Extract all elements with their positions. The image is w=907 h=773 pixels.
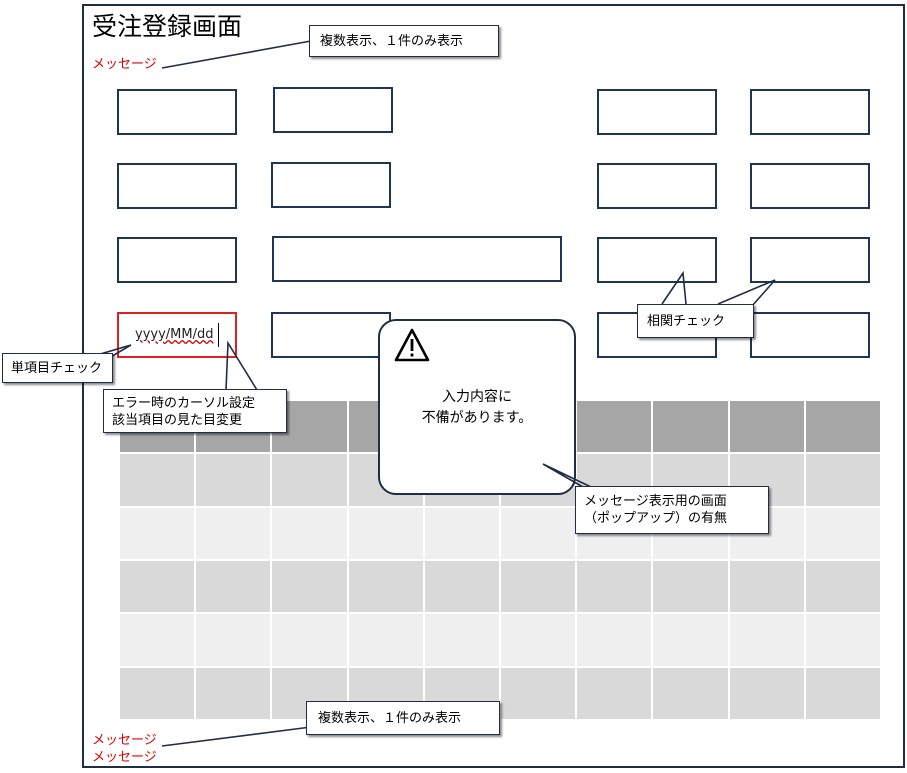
grid-cell[interactable] [727,612,806,668]
input-field-r2c1[interactable] [117,163,237,209]
connector-correlation-right [717,279,776,307]
input-field-r3c3[interactable] [597,237,717,283]
callout-top-message-text: 複数表示、１件のみ表示 [320,34,464,49]
grid-cell[interactable] [803,505,883,561]
grid-cell[interactable] [651,558,730,615]
input-field-r4c4[interactable] [750,312,870,358]
grid-cell[interactable] [117,505,197,561]
grid-header-cell [575,398,654,455]
input-field-r2c4[interactable] [750,163,870,209]
grid-cell[interactable] [803,665,883,722]
grid-cell[interactable] [422,612,501,668]
callout-popup-note: メッセージ表示用の画面 （ポップアップ）の有無 [575,486,769,534]
grid-header-cell [651,398,730,455]
input-field-r1c3[interactable] [597,89,717,135]
popup-message-line-2: 不備があります。 [421,410,533,426]
grid-cell[interactable] [346,558,425,615]
grid-cell[interactable] [194,558,273,615]
input-field-r1c2[interactable] [273,87,393,133]
callout-error-cursor-line-2: 該当項目の見た目変更 [112,413,243,428]
date-input-field-error[interactable]: yyyy/MM/dd [117,312,237,358]
date-field-value: yyyy/MM/dd [135,327,214,342]
screen-title: 受注登録画面 [92,12,243,41]
input-field-r1c4[interactable] [750,89,870,135]
grid-cell[interactable] [651,665,730,722]
connector-bottom-message [161,726,312,747]
grid-cell[interactable] [270,612,349,668]
top-message: メッセージ [92,57,157,72]
callout-correlation-check: 相関チェック [637,304,754,338]
grid-cell[interactable] [117,612,197,668]
grid-cell[interactable] [270,452,349,508]
connector-top-message [161,40,312,69]
input-field-r3c1[interactable] [117,237,237,283]
callout-correlation-check-text: 相関チェック [647,314,726,329]
input-field-r1c1[interactable] [117,89,237,135]
grid-cell[interactable] [346,612,425,668]
grid-cell[interactable] [498,612,578,668]
input-field-r4c2[interactable] [271,312,391,358]
grid-cell[interactable] [270,558,349,615]
input-field-r3c4[interactable] [750,237,870,283]
callout-bottom-message: 複数表示、１件のみ表示 [306,701,500,735]
grid-cell[interactable] [346,505,425,561]
grid-cell[interactable] [651,612,730,668]
grid-cell[interactable] [270,505,349,561]
connector-error-cursor [225,340,258,391]
grid-cell[interactable] [498,558,578,615]
grid-cell[interactable] [498,665,578,722]
grid-cell[interactable] [194,612,273,668]
error-popup[interactable]: 入力内容に 不備があります。 [378,319,576,495]
connector-popup-note [542,463,592,488]
grid-cell[interactable] [575,612,654,668]
callout-error-cursor-line-1: エラー時のカーソル設定 [112,396,256,411]
grid-cell[interactable] [117,558,197,615]
callout-top-message: 複数表示、１件のみ表示 [309,25,499,57]
callout-popup-note-line-1: メッセージ表示用の画面 [584,494,727,509]
grid-header-cell [803,398,883,455]
popup-message-line-1: 入力内容に [442,389,512,405]
grid-cell[interactable] [194,665,273,722]
connector-correlation-left [661,270,687,305]
grid-cell[interactable] [727,558,806,615]
grid-cell[interactable] [803,558,883,615]
callout-popup-note-line-2: （ポップアップ）の有無 [584,511,728,526]
callout-error-cursor: エラー時のカーソル設定 該当項目の見た目変更 [103,389,287,433]
grid-cell[interactable] [803,452,883,508]
grid-cell[interactable] [575,558,654,615]
callout-single-item-check-text: 単項目チェック [11,361,103,376]
warning-triangle-icon [394,328,430,362]
text-cursor [218,323,219,347]
grid-cell[interactable] [803,612,883,668]
bottom-message-2: メッセージ [92,750,157,765]
grid-cell[interactable] [422,505,501,561]
grid-cell[interactable] [117,452,197,508]
grid-row[interactable] [117,558,883,615]
callout-bottom-message-text: 複数表示、１件のみ表示 [318,711,462,726]
callout-single-item-check: 単項目チェック [2,353,113,383]
grid-cell[interactable] [727,665,806,722]
bottom-message-1: メッセージ [92,733,157,748]
input-field-r2c3[interactable] [597,163,717,209]
grid-row[interactable] [117,612,883,668]
grid-cell[interactable] [117,665,197,722]
input-field-r3-wide[interactable] [272,236,562,282]
grid-cell[interactable] [194,505,273,561]
grid-cell[interactable] [422,558,501,615]
grid-cell[interactable] [194,452,273,508]
grid-header-cell [727,398,806,455]
input-field-r2c2[interactable] [271,162,391,208]
grid-cell[interactable] [575,665,654,722]
